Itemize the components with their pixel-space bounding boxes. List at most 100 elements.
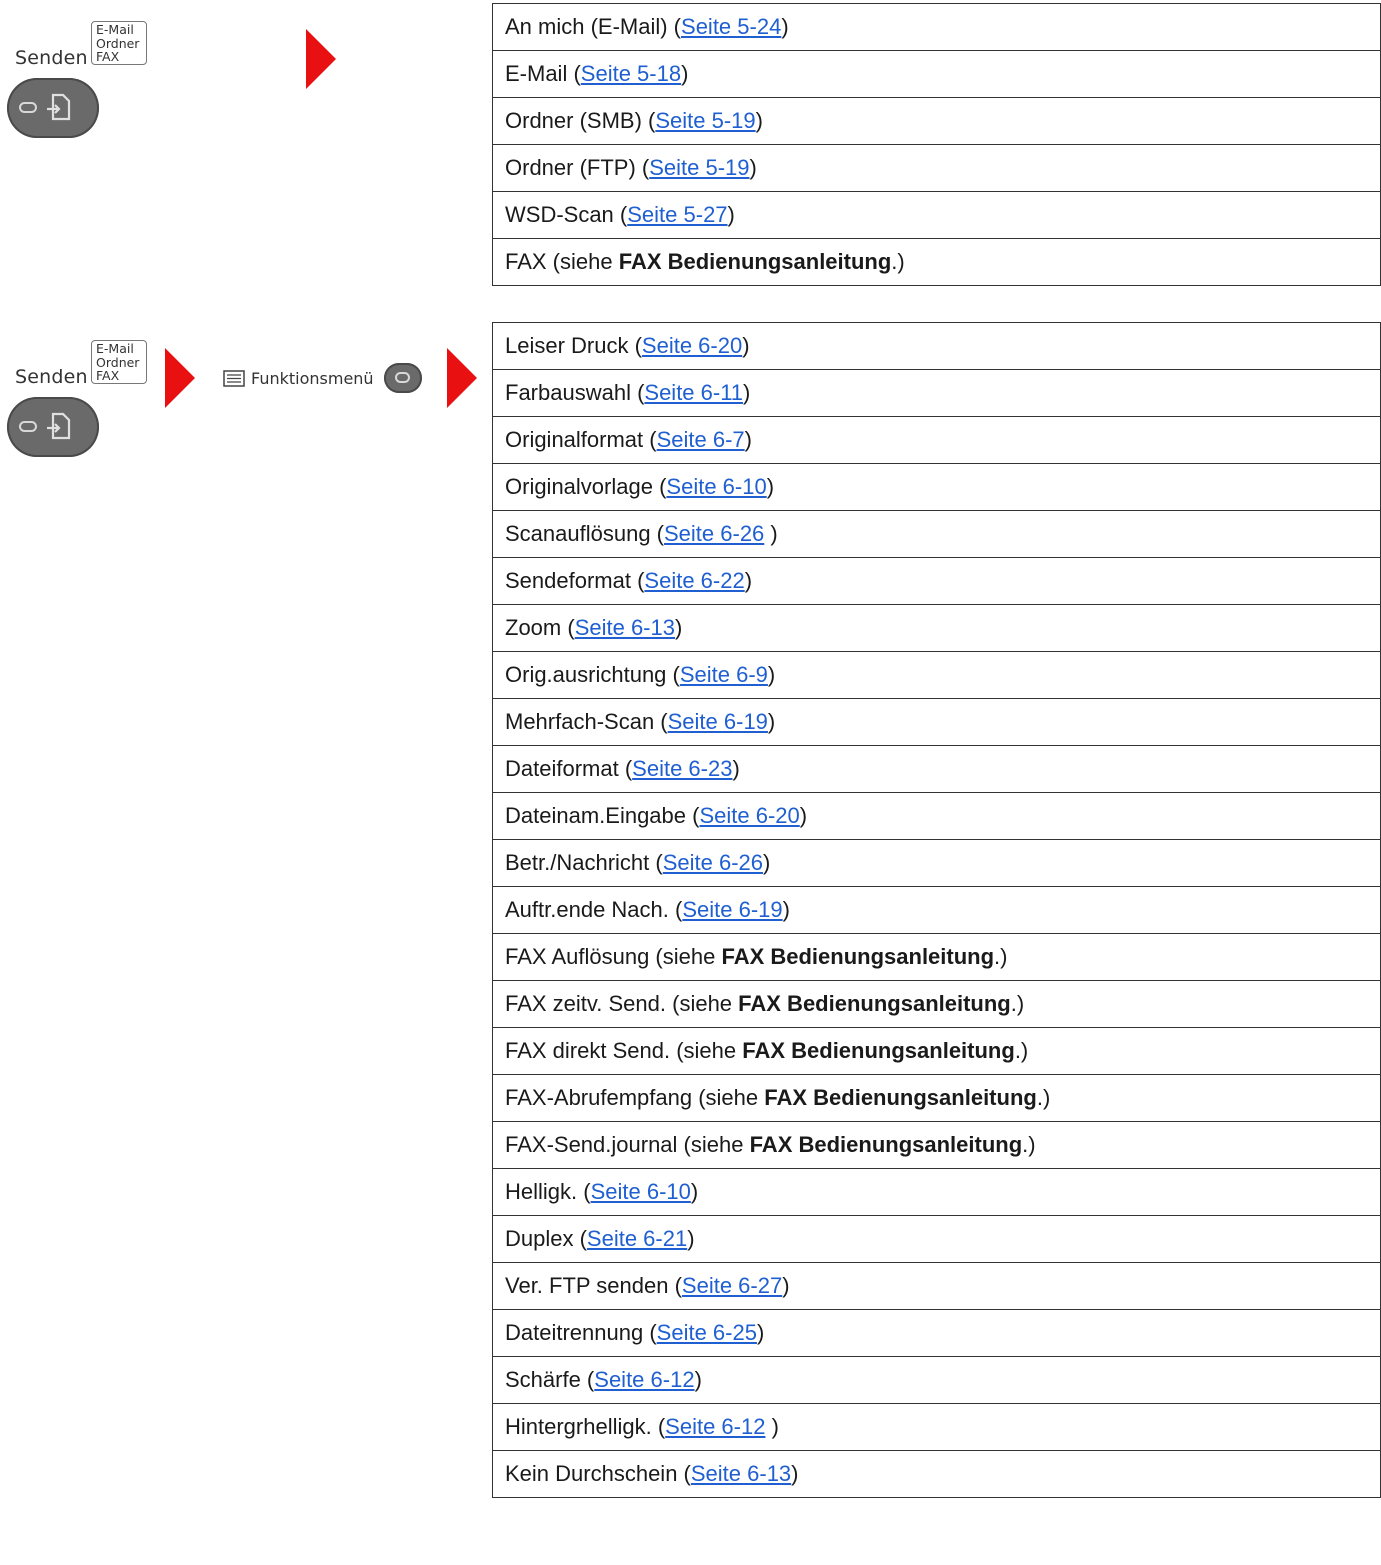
menu-row: Helligk. (Seite 6-10) [492,1168,1381,1216]
menu-row: Dateinam.Eingabe (Seite 6-20) [492,792,1381,840]
page-reference-link[interactable]: Seite 6-12 [594,1367,695,1392]
page-reference-link[interactable]: Seite 6-22 [644,568,745,593]
led-icon [19,421,37,432]
menu-row: Sendeformat (Seite 6-22) [492,557,1381,605]
manual-reference: FAX Bedienungsanleitung [742,1038,1015,1063]
menu-item-label: Originalvorlage ( [505,474,667,499]
function-menu-button[interactable] [383,363,422,393]
page-reference-link[interactable]: Seite 5-19 [649,155,750,180]
send-destination-table: An mich (E-Mail) (Seite 5-24)E-Mail (Sei… [492,3,1381,286]
manual-reference: FAX Bedienungsanleitung [764,1085,1037,1110]
page-reference-link[interactable]: Seite 5-27 [627,202,728,227]
menu-row: Betr./Nachricht (Seite 6-26) [492,839,1381,887]
menu-item-suffix: ) [690,1179,699,1204]
senden-label: Senden [15,47,88,69]
menu-item-label: FAX direkt Send. (siehe [505,1038,743,1063]
menu-item-label: Betr./Nachricht ( [505,850,663,875]
send-key[interactable] [7,78,99,138]
funktionsmenu-label: Funktionsmenü [251,368,374,388]
page-reference-link[interactable]: Seite 6-10 [666,474,767,499]
page-reference-link[interactable]: Seite 6-27 [681,1273,783,1298]
senden-label: Senden [15,366,88,388]
menu-row: Scanauflösung (Seite 6-26 ) [492,510,1381,558]
menu-item-label: FAX-Abrufempfang (siehe [505,1085,765,1110]
menu-item-suffix: ) [727,202,735,227]
page-reference-link[interactable]: Seite 6-20 [699,803,800,828]
menu-item-suffix: ) [782,1273,790,1298]
menu-item-label: Dateitrennung ( [505,1320,657,1345]
menu-row: Mehrfach-Scan (Seite 6-19) [492,698,1381,746]
menu-row: Leiser Druck (Seite 6-20) [492,322,1381,370]
menu-row: An mich (E-Mail) (Seite 5-24) [492,3,1381,51]
menu-item-suffix: ) [694,1367,702,1392]
menu-item-label: Scanauflösung ( [505,521,664,546]
menu-cell: Hintergrhelligk. (Seite 6-12 ) [492,1403,1381,1451]
page-reference-link[interactable]: Seite 6-9 [679,662,768,687]
menu-row: FAX zeitv. Send. (siehe FAX Bedienungsan… [492,980,1381,1028]
send-key[interactable] [7,397,99,457]
page-reference-link[interactable]: Seite 5-19 [655,108,756,133]
menu-item-label: FAX Auflösung (siehe [505,944,722,969]
menu-row: FAX Auflösung (siehe FAX Bedienungsanlei… [492,933,1381,981]
menu-row: Originalformat (Seite 6-7) [492,416,1381,464]
manual-reference: FAX Bedienungsanleitung [618,249,892,274]
page-reference-link[interactable]: Seite 6-21 [586,1226,688,1251]
menu-cell: Helligk. (Seite 6-10) [492,1168,1381,1216]
page-reference-link[interactable]: Seite 6-7 [656,427,745,452]
menu-item-suffix: .) [1014,1038,1029,1063]
send-document-icon [47,412,71,440]
menu-row: Ordner (FTP) (Seite 5-19) [492,144,1381,192]
menu-item-suffix: ) [766,474,775,499]
page-reference-link[interactable]: Seite 6-10 [590,1179,691,1204]
page-reference-link[interactable]: Seite 6-11 [644,380,744,405]
menu-cell: Ver. FTP senden (Seite 6-27) [492,1262,1381,1310]
mode-email: E-Mail [96,22,134,37]
page-reference-link[interactable]: Seite 6-20 [641,333,743,358]
page-reference-link[interactable]: Seite 6-23 [632,756,733,781]
menu-cell: Leiser Druck (Seite 6-20) [492,322,1381,370]
menu-item-suffix: ) [674,615,683,640]
menu-item-label: Zoom ( [505,615,575,640]
menu-row: Hintergrhelligk. (Seite 6-12 ) [492,1403,1381,1451]
page-reference-link[interactable]: Seite 6-12 [665,1414,766,1439]
menu-row: Kein Durchschein (Seite 6-13) [492,1450,1381,1498]
arrow-right-icon [165,348,195,408]
menu-item-label: FAX-Send.journal (siehe [505,1132,750,1157]
menu-cell: E-Mail (Seite 5-18) [492,50,1381,98]
menu-item-label: Kein Durchschein ( [505,1461,691,1486]
menu-item-suffix: ) [749,155,757,180]
menu-item-label: WSD-Scan ( [505,202,628,227]
menu-item-label: Orig.ausrichtung ( [505,662,680,687]
send-document-icon [47,93,71,121]
mode-fax: FAX [96,49,120,64]
menu-cell: Sendeformat (Seite 6-22) [492,557,1381,605]
menu-row: Zoom (Seite 6-13) [492,604,1381,652]
menu-item-suffix: .) [891,249,905,274]
menu-item-suffix: .) [1036,1085,1051,1110]
page-reference-link[interactable]: Seite 6-26 [664,521,765,546]
page-reference-link[interactable]: Seite 6-13 [690,1461,792,1486]
page-reference-link[interactable]: Seite 6-26 [662,850,764,875]
menu-row: FAX-Send.journal (siehe FAX Bedienungsan… [492,1121,1381,1169]
menu-cell: WSD-Scan (Seite 5-27) [492,191,1381,239]
page-reference-link[interactable]: Seite 6-19 [667,709,768,734]
page-reference-link[interactable]: Seite 6-19 [682,897,783,922]
page-reference-link[interactable]: Seite 5-18 [580,61,682,86]
page-reference-link[interactable]: Seite 6-13 [574,615,675,640]
mode-ordner: Ordner [96,35,140,51]
menu-cell: FAX zeitv. Send. (siehe FAX Bedienungsan… [492,980,1381,1028]
menu-row: Auftr.ende Nach. (Seite 6-19) [492,886,1381,934]
menu-item-label: FAX (siehe [505,249,619,274]
mode-email: E-Mail [96,341,134,356]
menu-row: FAX-Abrufempfang (siehe FAX Bedienungsan… [492,1074,1381,1122]
menu-item-suffix: ) [743,380,751,405]
menu-item-label: Auftr.ende Nach. ( [505,897,683,922]
page-reference-link[interactable]: Seite 5-24 [681,14,782,39]
menu-cell: FAX-Abrufempfang (siehe FAX Bedienungsan… [492,1074,1381,1122]
page-reference-link[interactable]: Seite 6-25 [656,1320,757,1345]
menu-item-label: Helligk. ( [505,1179,591,1204]
menu-row: FAX (siehe FAX Bedienungsanleitung.) [492,238,1381,286]
menu-item-label: Sendeformat ( [505,568,645,593]
menu-cell: Farbauswahl (Seite 6-11) [492,369,1381,417]
menu-row: Originalvorlage (Seite 6-10) [492,463,1381,511]
